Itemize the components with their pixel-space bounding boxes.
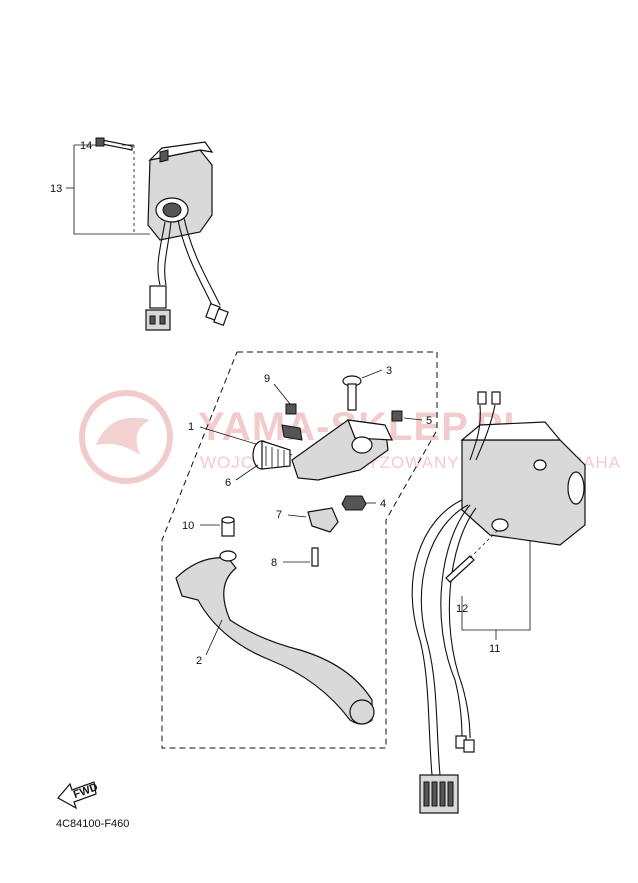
left-switch-connector [145,309,171,331]
callout-8: 8 [271,557,277,569]
screw-12 [445,555,475,583]
callout-3: 3 [386,365,392,377]
callout-5: 5 [426,415,432,427]
bolt-3: 3 [342,365,392,411]
left-switch-housing [147,149,213,241]
callout-9: 9 [264,373,270,385]
watermark-logo-icon [79,390,173,484]
lever-holder: 1 [188,419,393,481]
callout-10: 10 [182,520,194,532]
callout-6: 6 [225,477,231,489]
diagram-code: 4C84100-F460 [56,818,129,830]
right-switch-assembly: 12 11 [411,391,586,814]
switch-7: 7 [276,507,339,533]
callout-1: 1 [188,421,194,433]
left-switch-connector-sleeve [149,285,167,309]
left-switch-assembly: 13 14 [50,137,229,331]
screw-8: 8 [271,547,319,569]
adjuster-knob-6: 6 [225,440,291,489]
lever-2: 2 [175,550,375,725]
nut-4: 4 [341,495,386,511]
fwd-arrow: FWD [57,781,100,810]
callout-11: 11 [489,643,500,655]
screw-5: 5 [391,410,432,427]
lever-body [175,557,373,725]
callout-7: 7 [276,509,282,521]
callout-12: 12 [456,603,468,615]
right-switch-housing [461,439,586,546]
callout-4: 4 [380,498,386,510]
lever-assembly-outline [161,351,438,749]
callout-2: 2 [196,655,202,667]
fwd-arrow-icon [57,781,97,810]
callout-13: 13 [50,183,62,195]
collar-10: 10 [182,516,235,537]
callout-14: 14 [80,140,92,152]
screw-9: 9 [264,373,297,415]
